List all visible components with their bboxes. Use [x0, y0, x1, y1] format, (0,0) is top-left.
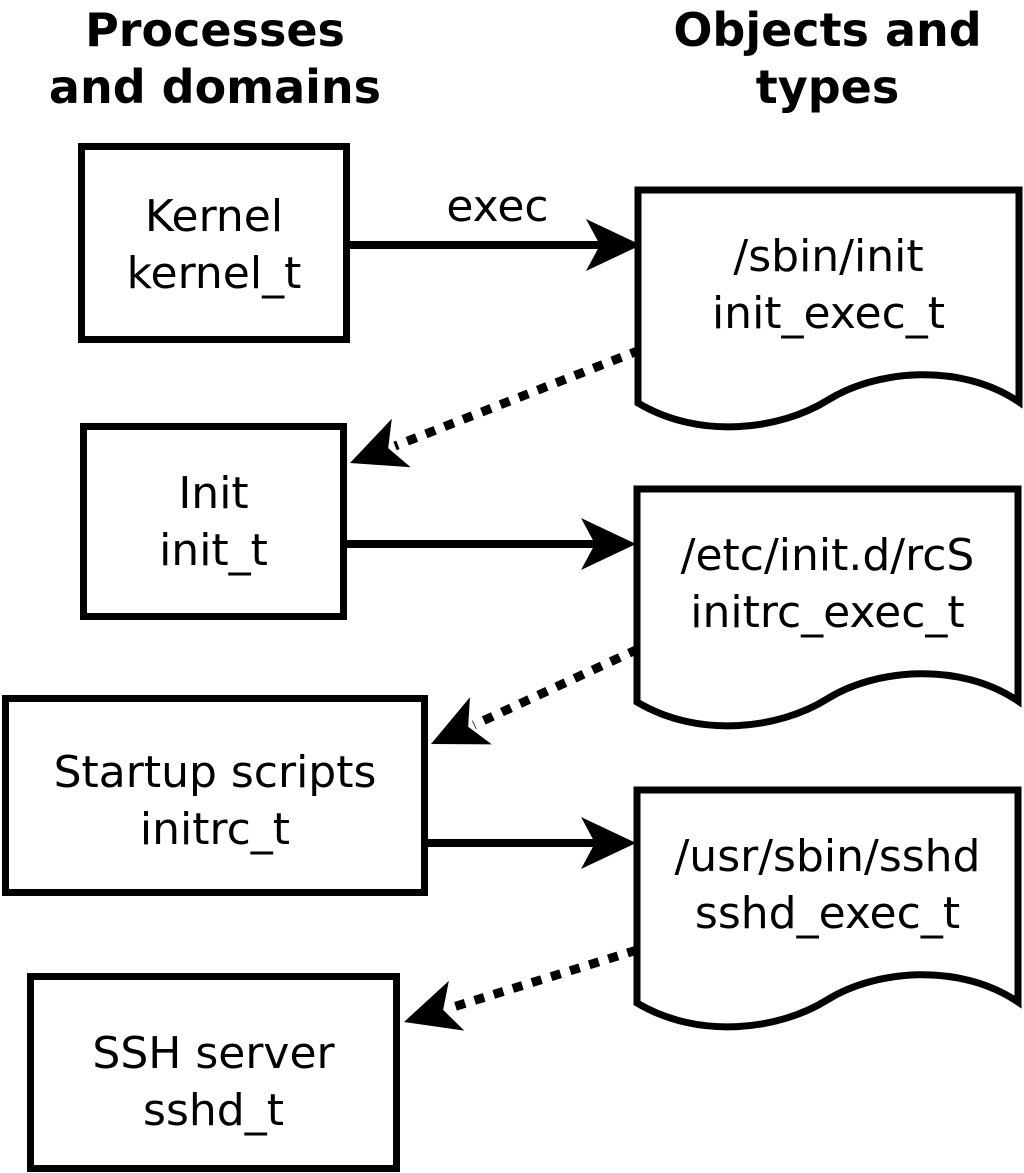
- left-column-heading: Processes and domains: [48, 3, 382, 114]
- transition-arrow-usr-sbin-sshd-to-ssh-server: [404, 945, 639, 1031]
- process-box-startup-scripts: Startup scripts initrc_t: [2, 695, 428, 896]
- process-box-kernel-label: Kernel kernel_t: [126, 191, 302, 299]
- exec-arrow-label: exec: [446, 181, 549, 232]
- transition-arrow-sbin-init-to-init: [350, 345, 642, 468]
- document-etc-initd-rcs: /etc/init.d/rcS initrc_exec_t: [637, 489, 1018, 679]
- process-box-init: Init init_t: [80, 423, 347, 620]
- document-shape-usr-sbin-sshd: [633, 786, 1022, 1031]
- process-box-init-label: Init init_t: [159, 467, 268, 576]
- document-sbin-init: /sbin/init init_exec_t: [638, 190, 1019, 380]
- process-box-ssh-server-label: SSH server sshd_t: [92, 1027, 335, 1136]
- transition-arrow-etc-initd-rcs-to-startup: [431, 644, 640, 745]
- process-box-ssh-server: SSH server sshd_t: [27, 973, 400, 1172]
- document-sbin-init-label: /sbin/init init_exec_t: [711, 231, 946, 339]
- document-shape-etc-initd-rcs: [633, 485, 1022, 730]
- right-column-heading: Objects and types: [673, 3, 982, 114]
- document-etc-initd-rcs-label: /etc/init.d/rcS initrc_exec_t: [680, 530, 975, 638]
- document-usr-sbin-sshd: /usr/sbin/sshd sshd_exec_t: [637, 790, 1018, 980]
- exec-arrow-startup-to-usr-sbin-sshd: [424, 817, 636, 869]
- document-usr-sbin-sshd-label: /usr/sbin/sshd sshd_exec_t: [674, 831, 981, 939]
- process-box-startup-scripts-label: Startup scripts initrc_t: [53, 746, 377, 855]
- process-box-kernel: Kernel kernel_t: [78, 143, 350, 343]
- document-shape-sbin-init: [634, 186, 1023, 431]
- exec-arrow-kernel-to-sbin-init: [345, 219, 641, 271]
- exec-arrow-init-to-etc-initd-rcs: [343, 518, 636, 570]
